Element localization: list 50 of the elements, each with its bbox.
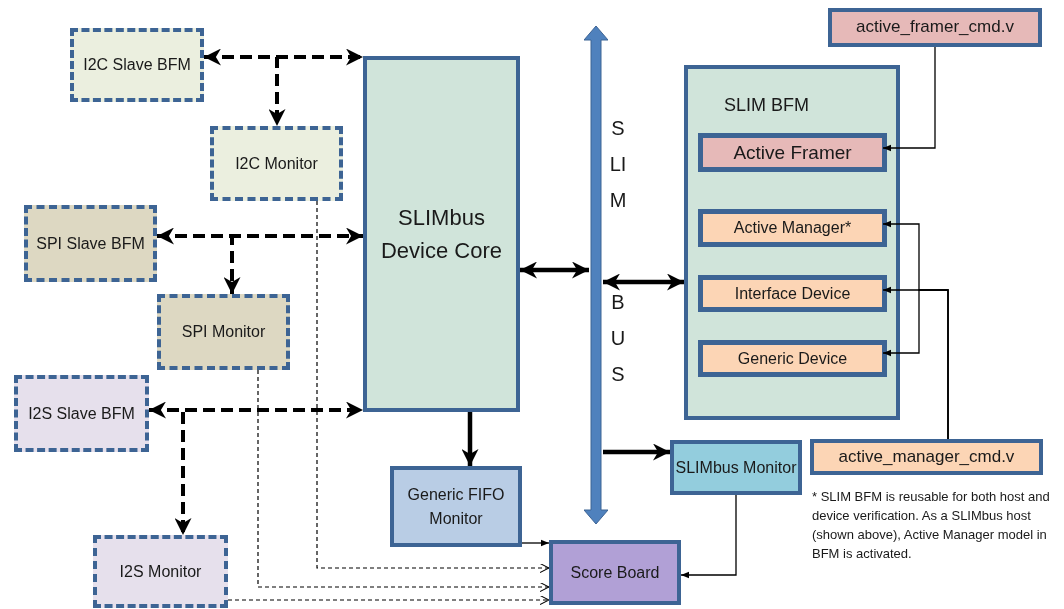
box-label: I2S Monitor — [119, 561, 202, 582]
vertical-bus-label: BUS — [609, 290, 627, 387]
arrow — [603, 273, 684, 291]
process-box — [363, 56, 520, 412]
arrow — [149, 408, 192, 535]
box-label: active_manager_cmd.v — [838, 445, 1015, 468]
dashed-box — [14, 375, 149, 452]
arrow — [603, 443, 670, 461]
dashed-box — [93, 535, 228, 608]
box-label: Generic Device — [737, 348, 848, 369]
process-box — [549, 540, 681, 605]
dashed-box — [70, 28, 204, 102]
box-label: Score Board — [570, 562, 660, 583]
box-label: active_framer_cmd.v — [856, 16, 1014, 39]
arrow — [316, 200, 550, 574]
process-box — [698, 209, 887, 247]
group-box — [684, 65, 900, 420]
dashed-box — [24, 205, 157, 282]
box-label: I2C Slave BFM — [83, 55, 191, 76]
box-label: I2S Slave BFM — [28, 403, 135, 424]
arrow — [204, 55, 286, 126]
box-label: Active Manager* — [733, 218, 852, 239]
footnote: * SLIM BFM is reusable for both host and device verification. As a SLIMbus host (shown above), Active Manager model in BFM is activated. — [812, 488, 1051, 563]
dashed-box — [210, 126, 343, 201]
process-box — [698, 275, 887, 312]
dashed-box — [157, 294, 290, 370]
arrow — [461, 412, 479, 466]
arrow — [257, 369, 550, 593]
arrow — [520, 261, 589, 279]
box-label: Generic FIFO Monitor — [406, 485, 506, 529]
box-label: SLIMbus Device Core — [379, 204, 503, 265]
arrow — [680, 494, 737, 579]
vertical-bus-label: SLIM — [608, 116, 628, 213]
process-box — [698, 133, 887, 172]
process-box — [670, 440, 802, 495]
arrow — [157, 234, 241, 294]
arrow — [227, 594, 550, 606]
group-title: SLIM BFM — [724, 95, 809, 116]
process-box — [810, 439, 1043, 475]
process-box — [828, 8, 1042, 47]
arrow — [521, 539, 550, 547]
process-box — [390, 466, 522, 547]
box-label: I2C Monitor — [235, 153, 318, 174]
box-label: Interface Device — [734, 283, 851, 304]
process-box — [698, 340, 887, 377]
box-label: SLIMbus Monitor — [675, 457, 797, 478]
box-label: SPI Monitor — [181, 322, 266, 343]
box-label: Active Framer — [733, 140, 852, 165]
box-label: SPI Slave BFM — [36, 233, 145, 254]
arrow — [882, 46, 936, 152]
